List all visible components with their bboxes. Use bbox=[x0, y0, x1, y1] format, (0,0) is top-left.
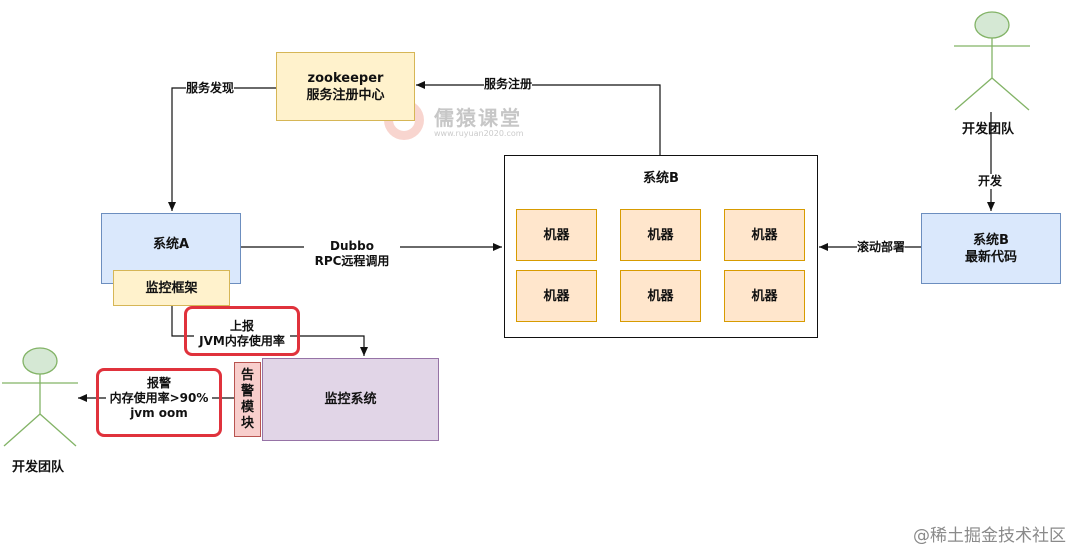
machine-label: 机器 bbox=[751, 227, 778, 243]
zookeeper-node[interactable]: zookeeper 服务注册中心 bbox=[276, 52, 415, 121]
machine-node[interactable]: 机器 bbox=[620, 270, 701, 322]
highlight-report bbox=[184, 306, 300, 356]
system-b-latest-node[interactable]: 系统B 最新代码 bbox=[921, 213, 1061, 284]
monitor-framework-label: 监控框架 bbox=[145, 280, 198, 296]
monitor-framework-node[interactable]: 监控框架 bbox=[113, 270, 230, 306]
machine-label: 机器 bbox=[543, 227, 570, 243]
actor-figure-right bbox=[954, 11, 1030, 111]
label-report-line2: JVM内存使用率 bbox=[199, 334, 285, 348]
zookeeper-line1: zookeeper bbox=[307, 70, 384, 86]
machine-node[interactable]: 机器 bbox=[620, 209, 701, 261]
label-rolling-deploy: 滚动部署 bbox=[857, 240, 906, 255]
alert-module-node[interactable]: 告警模块 bbox=[234, 362, 261, 437]
actor-label-left: 开发团队 bbox=[12, 460, 65, 475]
system-a-label: 系统A bbox=[152, 237, 190, 252]
label-alarm-line3: jvm oom bbox=[130, 406, 188, 420]
edge-service-discovery bbox=[168, 87, 276, 211]
label-service-discovery: 服务发现 bbox=[186, 81, 235, 96]
label-dubbo-line2: RPC远程调用 bbox=[314, 254, 390, 268]
machine-label: 机器 bbox=[543, 288, 570, 304]
alert-module-label: 告警模块 bbox=[240, 367, 254, 431]
watermark-url: www.ruyuan2020.com bbox=[434, 129, 524, 138]
actor-figure-left bbox=[2, 347, 78, 447]
label-alarm: 报警 内存使用率>90% jvm oom bbox=[106, 376, 212, 421]
actor-label-right: 开发团队 bbox=[962, 122, 1015, 137]
system-b-latest-line2: 最新代码 bbox=[964, 249, 1017, 265]
monitor-system-label: 监控系统 bbox=[324, 392, 377, 407]
watermark-title: 儒猿课堂 bbox=[434, 106, 522, 130]
footer-watermark: @稀土掘金技术社区 bbox=[913, 526, 1066, 546]
label-alarm-line2: 内存使用率>90% bbox=[109, 391, 209, 405]
label-dubbo-line1: Dubbo bbox=[330, 239, 374, 253]
label-alarm-line1: 报警 bbox=[146, 376, 171, 390]
label-report-line1: 上报 bbox=[229, 319, 254, 333]
label-service-registration: 服务注册 bbox=[484, 77, 533, 92]
system-b-title: 系统B bbox=[643, 171, 679, 186]
machine-label: 机器 bbox=[647, 227, 674, 243]
machine-node[interactable]: 机器 bbox=[724, 209, 805, 261]
machine-label: 机器 bbox=[647, 288, 674, 304]
zookeeper-line2: 服务注册中心 bbox=[306, 87, 385, 103]
highlight-alarm bbox=[96, 368, 222, 437]
machine-node[interactable]: 机器 bbox=[724, 270, 805, 322]
label-develop: 开发 bbox=[978, 174, 1003, 189]
monitor-system-node[interactable]: 监控系统 bbox=[262, 358, 439, 441]
machine-node[interactable]: 机器 bbox=[516, 209, 597, 261]
system-b-latest-line1: 系统B bbox=[973, 232, 1009, 248]
label-dubbo-rpc: Dubbo RPC远程调用 bbox=[304, 239, 400, 269]
machine-label: 机器 bbox=[751, 288, 778, 304]
machine-node[interactable]: 机器 bbox=[516, 270, 597, 322]
label-report: 上报 JVM内存使用率 bbox=[194, 319, 290, 349]
